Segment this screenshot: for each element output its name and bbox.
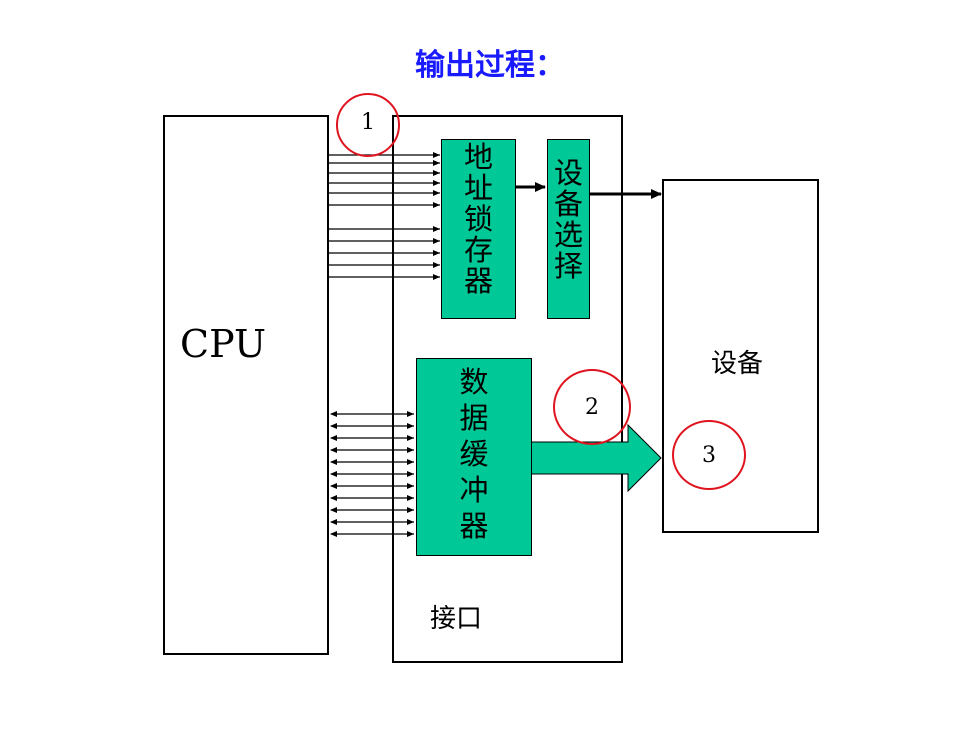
device-select-char: 选 bbox=[553, 218, 583, 252]
step-circle-2: 2 bbox=[553, 369, 631, 445]
device-select-char: 备 bbox=[553, 187, 583, 221]
page-title: 输出过程： bbox=[415, 48, 565, 83]
address-latch-block: 地 址 锁 存 器 bbox=[441, 139, 516, 319]
step-circle-1: 1 bbox=[336, 93, 400, 157]
interface-label: 接口 bbox=[430, 604, 483, 634]
buffer-to-device-arrow bbox=[530, 423, 662, 493]
device-label: 设备 bbox=[711, 349, 764, 379]
step-circle-3: 3 bbox=[672, 420, 746, 490]
cpu-box bbox=[163, 115, 329, 655]
device-select-char: 择 bbox=[553, 249, 583, 283]
data-buffer-char: 数 bbox=[459, 365, 489, 399]
device-box bbox=[662, 179, 819, 533]
address-latch-char: 址 bbox=[463, 171, 493, 205]
data-buffer-char: 缓 bbox=[459, 437, 489, 471]
device-select-char: 设 bbox=[553, 156, 583, 190]
data-bus-lines bbox=[330, 411, 414, 537]
data-buffer-block: 数 据 缓 冲 器 bbox=[416, 358, 532, 556]
address-latch-char: 地 bbox=[463, 140, 493, 174]
address-bus-lines bbox=[329, 152, 440, 280]
address-latch-char: 器 bbox=[463, 264, 493, 298]
data-buffer-char: 器 bbox=[459, 509, 489, 543]
data-buffer-char: 冲 bbox=[459, 473, 489, 507]
address-latch-char: 存 bbox=[463, 233, 493, 267]
cpu-label: CPU bbox=[180, 322, 267, 366]
data-buffer-char: 据 bbox=[459, 401, 489, 435]
device-select-block: 设 备 选 择 bbox=[547, 139, 590, 319]
address-latch-char: 锁 bbox=[463, 202, 493, 236]
